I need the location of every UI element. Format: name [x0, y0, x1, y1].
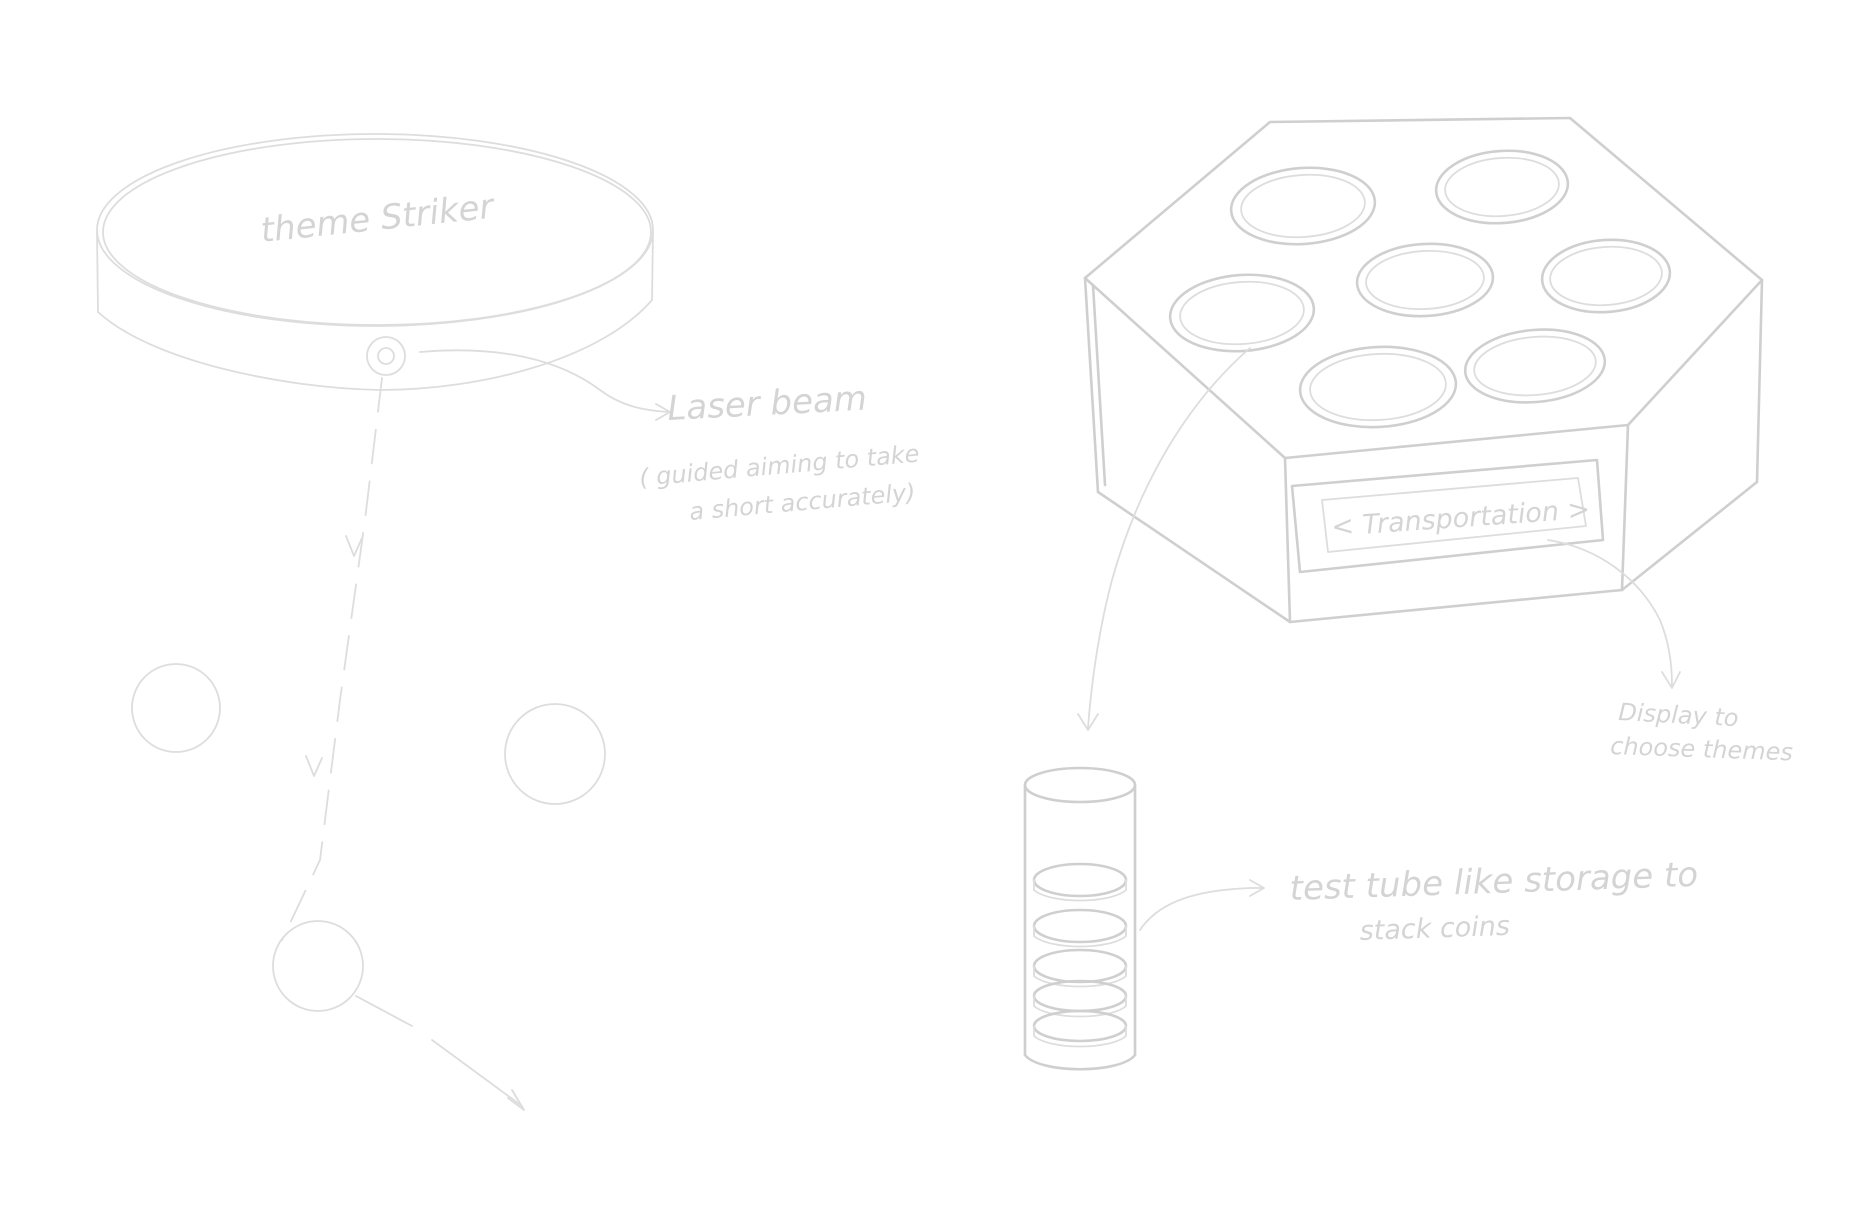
tube-note-line2: stack coins	[1359, 911, 1510, 947]
tube-note-arrow	[1139, 887, 1263, 931]
coin-direction-arrowhead	[507, 1089, 525, 1111]
tube-note-line1: test tube like storage to	[1289, 855, 1699, 909]
coin-slot	[1168, 273, 1316, 353]
slot-to-tube-arrowhead	[1077, 713, 1099, 731]
slot-to-tube-arrow	[1087, 347, 1251, 729]
coin-slot	[1434, 149, 1570, 225]
theme-display-text: < Transportation >	[1330, 494, 1591, 543]
display-note-line2: choose themes	[1610, 732, 1794, 766]
stacked-coin	[1032, 908, 1128, 948]
striker-disc	[96, 133, 654, 391]
coin-direction-line-2	[431, 1039, 523, 1107]
display-note-arrow	[1547, 539, 1673, 687]
stacked-coin	[1032, 1009, 1128, 1048]
hexagon-coin-tray	[1083, 116, 1764, 624]
laser-label-arrow	[419, 349, 669, 413]
striker-title: theme Striker	[259, 187, 497, 251]
coin-slot	[1298, 345, 1458, 429]
stacked-coins	[1032, 862, 1128, 1048]
display-note-arrowhead	[1661, 671, 1681, 689]
laser-beam-arrowhead-1	[345, 535, 363, 557]
carrom-coin-target	[272, 920, 364, 1012]
laser-beam-path	[281, 377, 383, 941]
coin-direction-line	[355, 995, 413, 1027]
laser-beam-arrowhead-2	[305, 755, 323, 777]
display-note-line1: Display to	[1618, 698, 1739, 732]
laser-label-arrowhead	[655, 403, 671, 421]
stacked-coin	[1032, 862, 1128, 902]
tube-note-arrowhead	[1249, 879, 1265, 897]
laser-emitter-icon	[366, 336, 406, 376]
laser-label: Laser beam	[666, 379, 867, 429]
theme-display-panel	[1290, 458, 1605, 574]
coin-slot	[1229, 166, 1377, 246]
carrom-coin-left	[131, 663, 221, 753]
laser-note-line2: a short accurately)	[688, 478, 917, 526]
coin-slot	[1463, 328, 1607, 404]
carrom-coin-right	[504, 703, 606, 805]
coin-storage-tube	[1023, 766, 1137, 1071]
tray-coin-slots	[1168, 149, 1672, 429]
coin-slot	[1355, 242, 1495, 318]
coin-slot	[1540, 238, 1672, 314]
